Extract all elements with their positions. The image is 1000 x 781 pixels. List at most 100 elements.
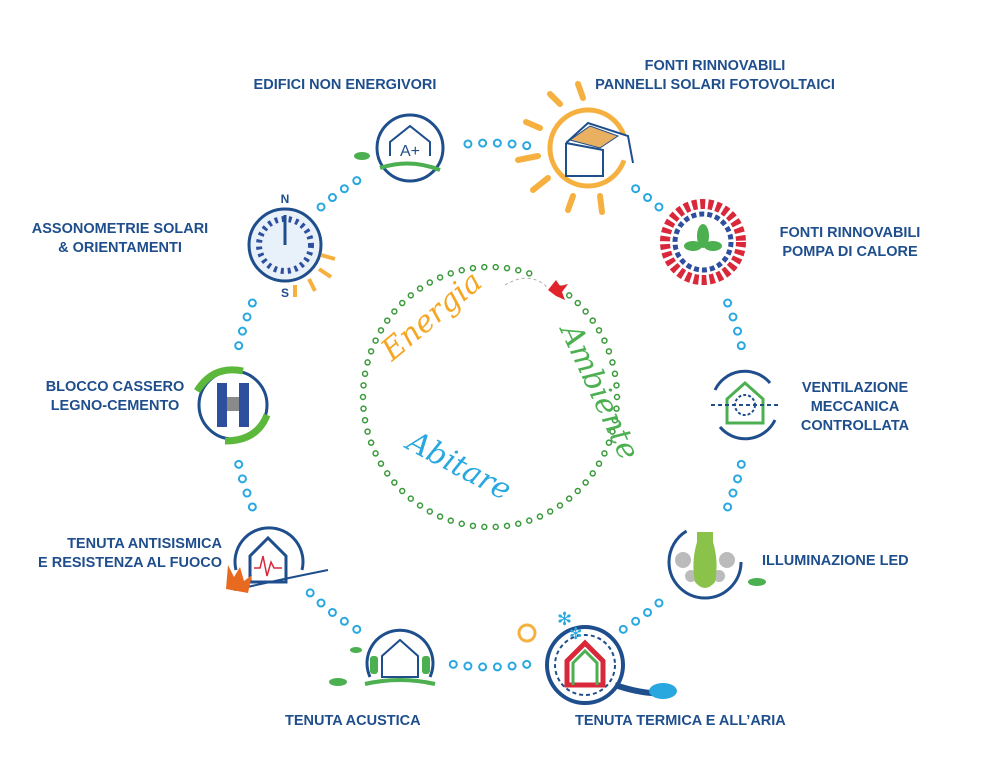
led-bulb-icon (667, 524, 766, 600)
ring-dot (316, 598, 326, 608)
label-line: E RESISTENZA AL FUOCO (38, 555, 222, 571)
ring-dot (364, 428, 371, 435)
ring-dot (377, 327, 385, 334)
label-pompa-di-calore: FONTI RINNOVABILI POMPA DI CALORE (770, 224, 930, 262)
ring-dot (426, 279, 434, 286)
ring-dot (546, 508, 554, 515)
ring-dot (618, 624, 628, 634)
ring-dot (391, 308, 398, 315)
ring-dot (361, 370, 369, 378)
ring-dot (589, 470, 596, 477)
wood-cement-block-icon (194, 366, 271, 445)
ring-dot (611, 370, 619, 378)
ring-dot (503, 522, 511, 530)
label-edifici-non-energivori: EDIFICI NON ENERGIVORI (253, 77, 437, 93)
ring-dot (728, 488, 738, 498)
label-line: ASSONOMETRIE SOLARI (31, 221, 209, 237)
ring-dot (359, 393, 367, 401)
word-ambiente: Ambiente (551, 316, 646, 466)
heat-pump-gear-icon (660, 199, 746, 285)
ring-dot (247, 298, 257, 308)
ring-dot (327, 193, 337, 203)
ring-dot (733, 326, 743, 336)
label-line: POMPA DI CALORE (782, 244, 918, 260)
ring-dot (327, 607, 337, 617)
ring-dot (361, 416, 369, 424)
label-pannelli-solari: FONTI RINNOVABILI PANNELLI SOLARI FOTOVO… (560, 57, 870, 95)
ring-dot (384, 317, 391, 324)
ring-dot (723, 502, 733, 512)
svg-text:S: S (281, 286, 289, 300)
snowflake-icon: ✻ (557, 609, 572, 629)
acoustic-house-icon (329, 628, 436, 686)
ring-dot (339, 616, 349, 626)
ring-dot (492, 523, 499, 531)
ring-dot (613, 393, 621, 401)
ring-dot (398, 487, 406, 495)
ring-dot (728, 312, 738, 322)
efficient-house-icon: A+ (354, 113, 445, 183)
ring-dot (237, 474, 247, 484)
ring-dot (463, 661, 473, 671)
ring-dot (654, 598, 664, 608)
label-illuminazione-led: ILLUMINAZIONE LED (762, 553, 909, 569)
ring-dot (507, 139, 517, 149)
label-antisismica: TENUTA ANTISISMICA E RESISTENZA AL FUOCO (0, 535, 222, 573)
ring-dot (515, 267, 522, 274)
ring-dot (595, 460, 603, 467)
ring-dot (525, 270, 533, 277)
ring-dot (565, 292, 573, 299)
outer-dotted-ring (234, 138, 746, 672)
label-line: CONTROLLATA (800, 418, 910, 434)
ring-dot (631, 616, 641, 626)
ring-dot (601, 337, 608, 344)
ring-dot (416, 285, 424, 292)
seismic-fire-house-icon (226, 526, 329, 593)
ring-dot (469, 522, 477, 530)
ring-dot (574, 299, 582, 307)
label-line: & ORIENTAMENTI (58, 240, 182, 256)
ring-dot (352, 176, 362, 186)
ring-dot (478, 662, 488, 672)
ring-dot (492, 662, 502, 672)
ring-dot (613, 405, 620, 412)
ring-dot (595, 327, 603, 334)
label-line: FONTI RINNOVABILI (779, 225, 921, 241)
label-blocco-cassero: BLOCCO CASSERO LEGNO-CEMENTO (25, 378, 205, 416)
ring-dot (631, 184, 641, 194)
ring-dot (316, 202, 326, 212)
solar-panel-sun-icon (515, 81, 634, 215)
ring-dot (426, 508, 434, 515)
ring-dot (643, 607, 653, 617)
ring-dot (611, 416, 619, 424)
ring-dot (601, 450, 608, 457)
ring-dot (367, 439, 375, 446)
svg-text:✻: ✻ (569, 626, 582, 643)
ring-dot (478, 138, 488, 148)
ring-dot (367, 348, 375, 355)
ring-dot (525, 517, 533, 524)
label-line: VENTILAZIONE (801, 380, 909, 396)
ring-dot (481, 523, 488, 531)
ring-dot (364, 359, 371, 366)
bird-trail (504, 277, 549, 289)
ring-dot (605, 439, 613, 446)
ring-dot (447, 517, 455, 524)
ring-dot (582, 308, 589, 315)
inner-dotted-circle (359, 263, 621, 531)
label-line: TENUTA ANTISISMICA (67, 536, 222, 552)
ring-dot (556, 502, 564, 509)
ring-dot (234, 459, 244, 469)
ring-dot (305, 588, 315, 598)
label-line: FONTI RINNOVABILI (644, 58, 786, 74)
label-line: BLOCCO CASSERO (45, 379, 185, 395)
ring-dot (605, 348, 613, 355)
ring-dot (448, 659, 458, 669)
ring-dot (574, 487, 582, 495)
ring-dot (360, 405, 367, 412)
ring-dot (463, 139, 473, 149)
ring-dot (522, 659, 532, 669)
ring-dot (247, 502, 257, 512)
ring-dot (565, 495, 573, 502)
word-abitare: Abitare (399, 423, 517, 508)
